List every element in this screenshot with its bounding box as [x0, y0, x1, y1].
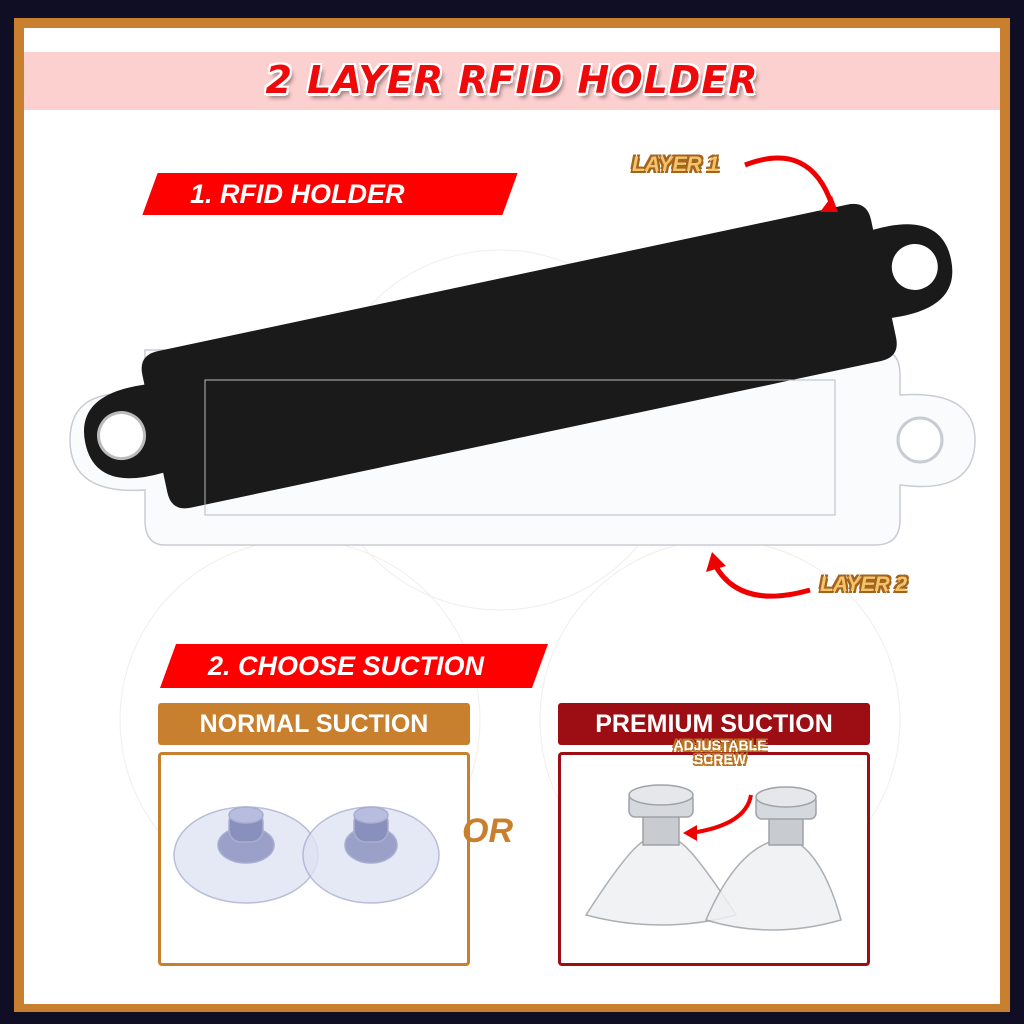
section1-banner: 1. RFID HOLDER	[142, 173, 518, 215]
layer2-label: LAYER 2	[820, 573, 908, 596]
premium-suction-option[interactable]	[558, 752, 870, 966]
layer1-plate	[84, 203, 953, 509]
layer2-arrow	[712, 563, 811, 599]
layer1-label: LAYER 1	[632, 153, 720, 176]
annotation-line1: ADJUSTABLE	[673, 737, 767, 753]
title-band	[24, 52, 1000, 110]
premium-suction-cups-image	[584, 784, 842, 931]
normal-suction-option[interactable]	[158, 752, 470, 966]
section1-label: 1. RFID HOLDER	[190, 179, 405, 209]
premium-suction-header[interactable]: PREMIUM SUCTION	[558, 703, 870, 745]
or-label: OR	[462, 812, 513, 850]
layer1-arrow	[744, 155, 835, 206]
normal-suction-header[interactable]: NORMAL SUCTION	[158, 703, 470, 745]
section2-label: 2. CHOOSE SUCTION	[208, 651, 485, 681]
normal-suction-cups-image	[173, 806, 440, 904]
page-title: 2 LAYER RFID HOLDER	[265, 58, 759, 102]
annotation-line2: SCREW	[693, 751, 747, 767]
section2-banner: 2. CHOOSE SUCTION	[159, 644, 549, 688]
